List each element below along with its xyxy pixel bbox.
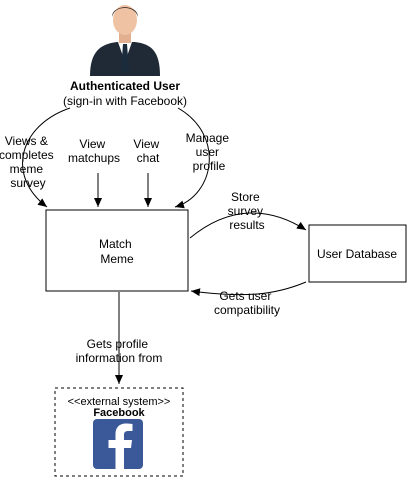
actor-subtitle: (sign-in with Facebook) — [63, 94, 187, 108]
flow-line: Gets user — [219, 289, 271, 303]
action-line: Views & — [5, 134, 48, 148]
match-meme-label: Match Meme — [99, 237, 135, 266]
edge-views-completes-survey — [22, 107, 71, 208]
system-line: Match — [99, 237, 132, 251]
edge-manage-profile — [174, 107, 210, 209]
action-line: View — [79, 137, 105, 151]
user-database-box — [308, 224, 407, 283]
action-line: View — [133, 137, 159, 151]
action-label-chat: View chat — [133, 137, 162, 165]
facebook-logo-icon — [93, 419, 143, 469]
action-line: user — [196, 145, 219, 159]
user-database-label: User Database — [317, 247, 397, 261]
tie-shape — [121, 44, 129, 74]
head-shape — [113, 5, 137, 35]
profile-info-label: Gets profile information from — [76, 337, 163, 365]
actor-name: Authenticated User — [70, 79, 180, 93]
action-line: chat — [137, 151, 160, 165]
action-label-matchups: View matchups — [68, 137, 120, 165]
system-line: Meme — [100, 252, 134, 266]
action-label-profile: Manage user profile — [186, 131, 233, 173]
external-system-name: Facebook — [93, 407, 145, 419]
flow-line: results — [229, 218, 264, 232]
user-avatar-icon — [90, 5, 160, 76]
action-line: meme — [10, 162, 44, 176]
match-meme-box — [45, 209, 189, 292]
edge-store-survey-results — [189, 212, 307, 239]
action-label-survey: Views & completes meme survey — [0, 134, 57, 190]
edge-gets-compatibility — [190, 281, 307, 297]
action-line: completes — [0, 148, 54, 162]
action-line: Manage — [186, 131, 230, 145]
action-line: survey — [10, 176, 45, 190]
neck-shape — [119, 33, 131, 43]
flow-line: Gets profile — [87, 337, 149, 351]
flow-line: survey — [228, 204, 263, 218]
external-stereotype: <<external system>> — [68, 396, 171, 408]
action-line: matchups — [68, 151, 120, 165]
flow-line: compatibility — [214, 303, 280, 317]
store-survey-label: Store survey results — [228, 190, 267, 232]
compatibility-label: Gets user compatibility — [214, 289, 280, 317]
flow-line: information from — [76, 351, 163, 365]
flow-line: Store — [231, 190, 260, 204]
action-line: profile — [193, 159, 226, 173]
